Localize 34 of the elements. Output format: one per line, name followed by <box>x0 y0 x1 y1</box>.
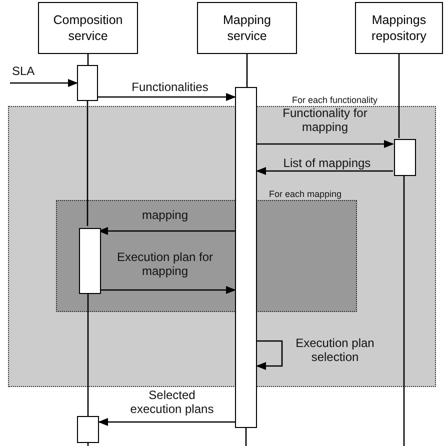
message-arrow <box>257 140 394 148</box>
lifeline <box>245 428 247 446</box>
edge-label: mapping <box>140 208 190 222</box>
edge-label: Execution plan selection <box>294 336 376 364</box>
lifeline <box>86 101 88 226</box>
edge-label: Selected execution plans <box>129 388 215 416</box>
edge-label: SLA <box>12 64 36 78</box>
message-arrow <box>99 286 236 294</box>
participant-box: Mapping service <box>197 2 297 54</box>
message-arrow <box>98 93 236 101</box>
message-arrow <box>98 227 235 235</box>
edge-label: List of mappings <box>282 156 372 170</box>
lifeline <box>398 54 400 138</box>
lifeline <box>87 443 89 446</box>
lifeline <box>246 54 248 87</box>
activation-bar <box>235 87 257 428</box>
edge-label: Functionalities <box>130 80 210 94</box>
message-arrow <box>10 79 78 87</box>
edge-label: Execution plan for mapping <box>116 250 214 278</box>
edge-label: Functionality for mapping <box>282 106 368 134</box>
self-message-arrow <box>256 340 283 370</box>
message-arrow <box>256 167 393 175</box>
activation-bar <box>394 139 416 176</box>
participant-box: Composition service <box>38 2 138 54</box>
frame-label: For each mapping <box>269 188 342 201</box>
lifeline <box>87 292 89 416</box>
message-arrow <box>98 418 235 426</box>
activation-bar <box>77 416 99 443</box>
frame-label: For each functionality <box>292 94 378 107</box>
lifeline <box>403 175 405 446</box>
participant-box: Mappings repository <box>355 2 443 54</box>
lifeline <box>87 54 89 65</box>
activation-bar <box>79 228 101 294</box>
activation-bar <box>77 65 98 101</box>
